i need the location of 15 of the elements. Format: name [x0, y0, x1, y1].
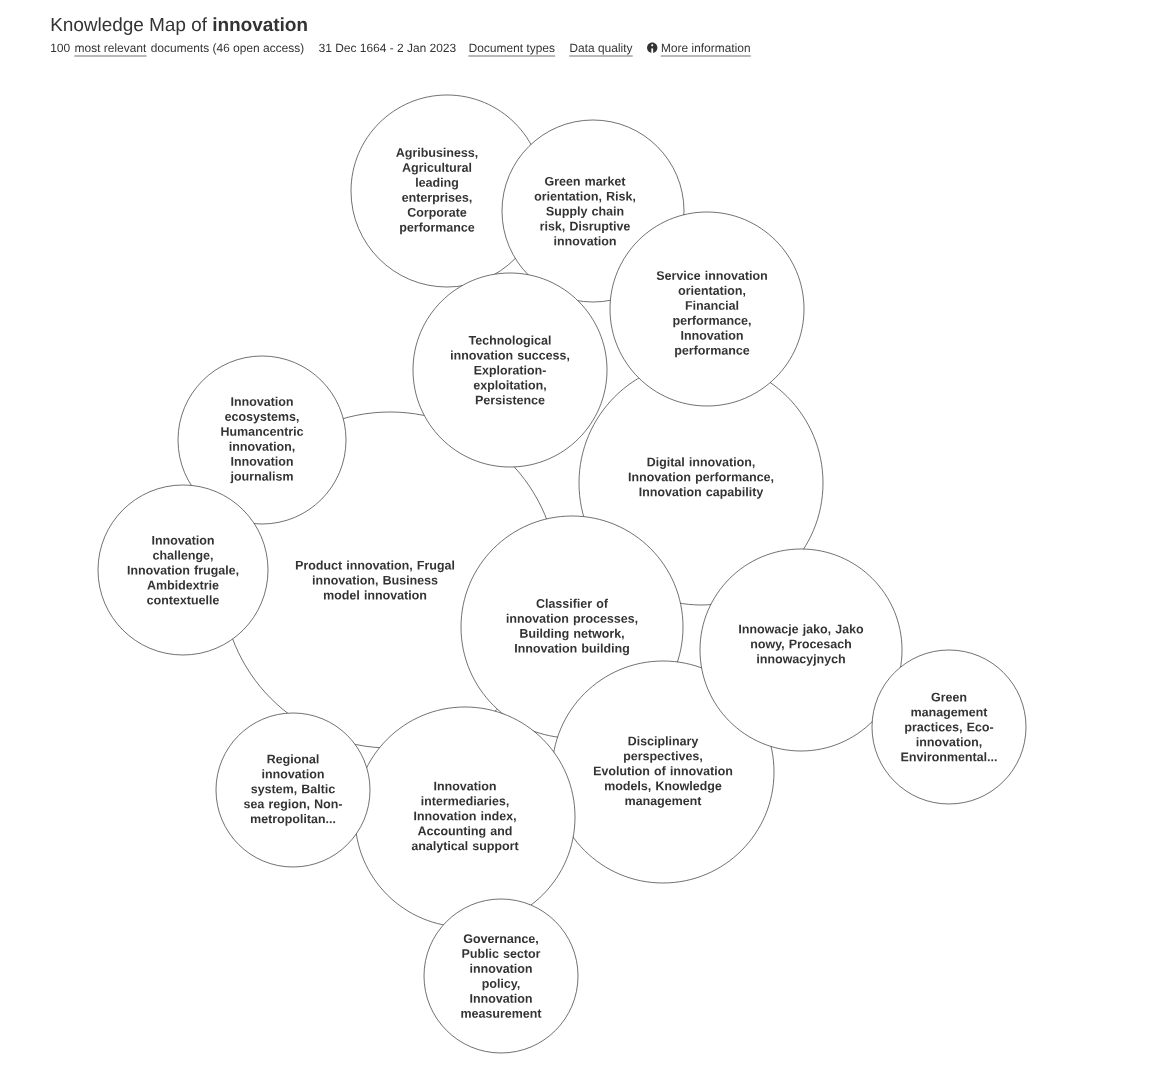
topic-bubble: Innowacje jako, Jako nowy, Procesach innowacyjnych [699, 548, 903, 752]
label: 100 [51, 43, 70, 53]
date-range: 31 Dec 1664 - 2 Jan 2023 [319, 43, 456, 53]
topic-bubble: Innovation challenge, Innovation frugale, Ambidextrie contextuelle [97, 484, 269, 656]
link: most relevant [74, 43, 147, 57]
topic-bubble: Innovation ecosystems, Humancentric innovation, Innovation journalism [177, 355, 347, 525]
topic-bubble: Governance, Public sector innovation policy, Innovation measurement [423, 898, 579, 1054]
link: More information [660, 43, 752, 57]
link: Document types [468, 43, 556, 57]
topic-bubble: Technological innovation success, Exploration-exploitation, Persistence [412, 272, 608, 468]
topic-bubble: Regional innovation system, Baltic sea region, Non-metropolitan... [215, 712, 371, 868]
link: Data quality [568, 43, 634, 57]
label: documents (46 open access) [151, 43, 304, 55]
topic-bubble: Green management practices, Eco-innovation, Environmental... [871, 649, 1027, 805]
map-title: Knowledge Map of innovation [51, 17, 307, 35]
